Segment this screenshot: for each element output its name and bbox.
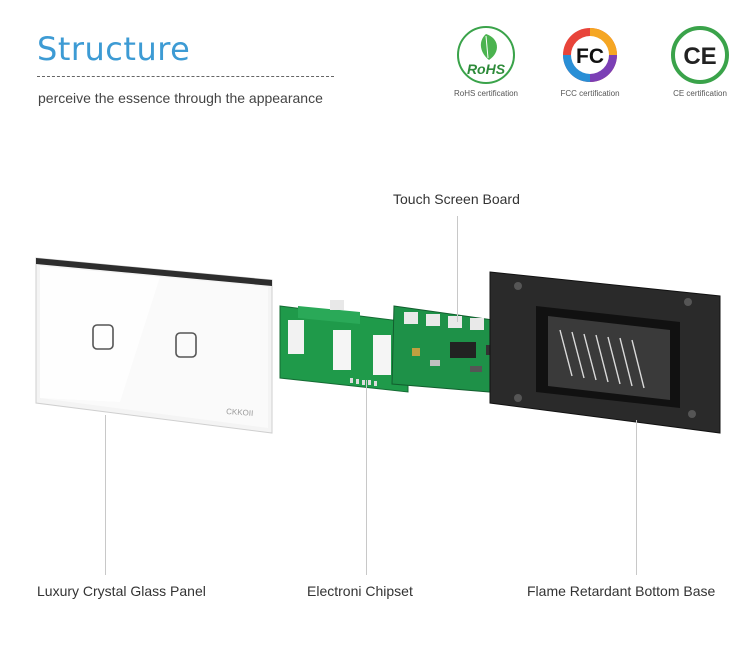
glass-panel-leader bbox=[105, 415, 106, 575]
fcc-logo-icon: FC bbox=[563, 28, 617, 82]
fcc-mark: FC bbox=[576, 45, 604, 68]
ce-logo-icon: CE bbox=[671, 26, 729, 84]
page-subtitle: perceive the essence through the appeara… bbox=[38, 90, 323, 106]
chipset-board bbox=[279, 300, 409, 393]
touch-key-left bbox=[92, 324, 114, 350]
bottom-base-leader bbox=[636, 420, 637, 575]
glass-panel: CKKOII bbox=[35, 257, 273, 434]
ce-label: CE certification bbox=[673, 89, 727, 98]
touch-key-right bbox=[175, 332, 197, 358]
glass-panel-label: Luxury Crystal Glass Panel bbox=[37, 583, 206, 599]
page-title: Structure bbox=[37, 30, 191, 68]
title-divider bbox=[37, 76, 334, 77]
rohs-leaf-icon: RoHS bbox=[457, 26, 515, 84]
ce-badge: CE CE certification bbox=[660, 24, 740, 98]
touch-board-leader bbox=[457, 216, 458, 322]
fcc-badge: FC FCC certification bbox=[550, 24, 630, 98]
bottom-base-label: Flame Retardant Bottom Base bbox=[527, 583, 716, 599]
fcc-label: FCC certification bbox=[560, 89, 620, 98]
rohs-mark: RoHS bbox=[467, 61, 506, 77]
touch-board-label: Touch Screen Board bbox=[393, 191, 520, 207]
rohs-badge: RoHS RoHS certification bbox=[446, 24, 526, 98]
ce-mark: CE bbox=[683, 43, 716, 70]
chipset-label: Electroni Chipset bbox=[307, 583, 413, 599]
bottom-base bbox=[489, 271, 721, 434]
rohs-label: RoHS certification bbox=[453, 89, 519, 98]
panel-brand: CKKOII bbox=[226, 407, 254, 418]
chipset-leader bbox=[366, 380, 367, 575]
